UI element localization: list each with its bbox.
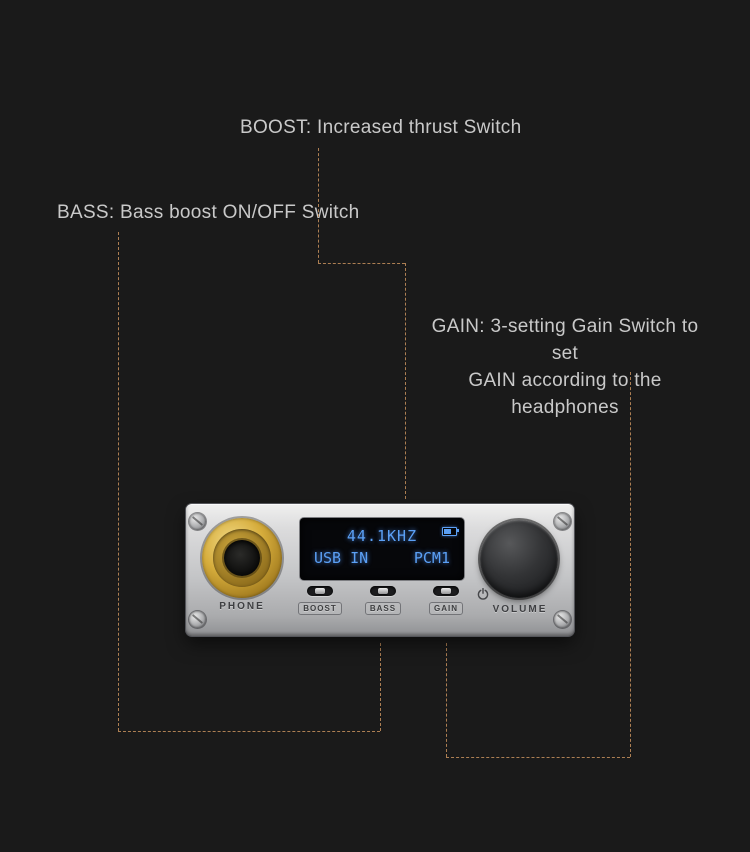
annotation-boost: BOOST: Increased thrust Switch xyxy=(240,117,522,138)
bass-leader-segment xyxy=(380,643,381,731)
power-icon xyxy=(477,588,489,600)
volume-knob xyxy=(480,520,558,598)
boost-switch-knob xyxy=(315,588,325,594)
bass-leader-segment xyxy=(118,232,119,731)
gain-switch: GAIN xyxy=(418,586,474,615)
display-input-source: USB IN xyxy=(314,549,369,567)
annotation-gain: GAIN: 3-setting Gain Switch to set GAIN … xyxy=(420,313,710,421)
oled-display: 44.1KHZ USB IN PCM1 xyxy=(300,518,464,580)
display-format: PCM1 xyxy=(413,549,450,567)
gain-switch-label: GAIN xyxy=(429,602,463,615)
screw-icon xyxy=(554,513,571,530)
screw-icon xyxy=(189,513,206,530)
gain-switch-knob xyxy=(441,588,451,594)
boost-switch-slot xyxy=(307,586,333,596)
bass-switch-slot xyxy=(370,586,396,596)
volume-label: VOLUME xyxy=(492,604,548,615)
annotation-bass: BASS: Bass boost ON/OFF Switch xyxy=(57,202,360,223)
gain-switch-slot xyxy=(433,586,459,596)
bass-switch: BASS xyxy=(355,586,411,615)
boost-leader-segment xyxy=(405,263,406,499)
gain-leader-segment xyxy=(630,372,631,757)
battery-icon xyxy=(442,527,459,536)
boost-switch-label: BOOST xyxy=(298,602,342,615)
headphone-jack xyxy=(202,518,282,598)
gain-leader-segment xyxy=(446,643,447,757)
dac-front-panel: PHONE 44.1KHZ USB IN PCM1 BOOST BASS xyxy=(186,504,574,636)
phone-label: PHONE xyxy=(219,601,265,612)
boost-leader-segment xyxy=(318,263,405,264)
screw-icon xyxy=(554,611,571,628)
annotation-gain-line1: GAIN: 3-setting Gain Switch to set xyxy=(431,316,699,364)
display-sample-rate: 44.1KHZ xyxy=(346,527,418,545)
gain-leader-segment xyxy=(446,757,630,758)
bass-switch-knob xyxy=(378,588,388,594)
bass-leader-segment xyxy=(118,731,380,732)
annotation-gain-line2: GAIN according to the headphones xyxy=(468,370,662,418)
headphone-jack-hole xyxy=(224,540,260,576)
bass-switch-label: BASS xyxy=(364,602,402,615)
boost-switch: BOOST xyxy=(292,586,348,615)
screw-icon xyxy=(189,611,206,628)
boost-leader-segment xyxy=(318,148,319,263)
